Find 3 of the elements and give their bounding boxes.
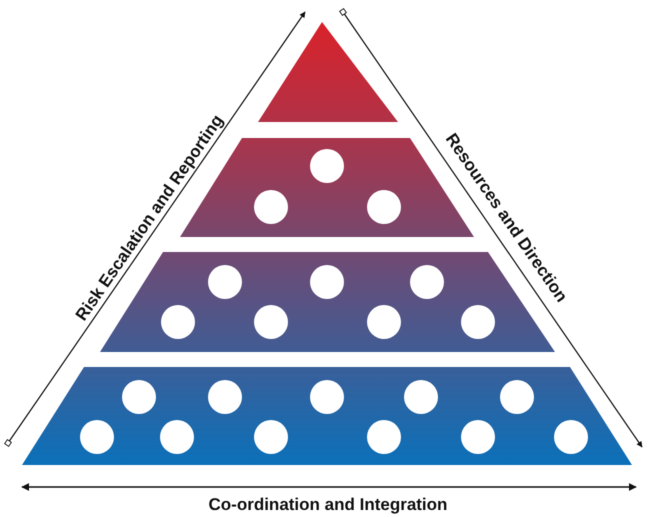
axis-label: Co-ordination and Integration — [208, 495, 448, 515]
pyramid-tier — [22, 367, 632, 465]
pyramid-tier — [258, 22, 398, 122]
